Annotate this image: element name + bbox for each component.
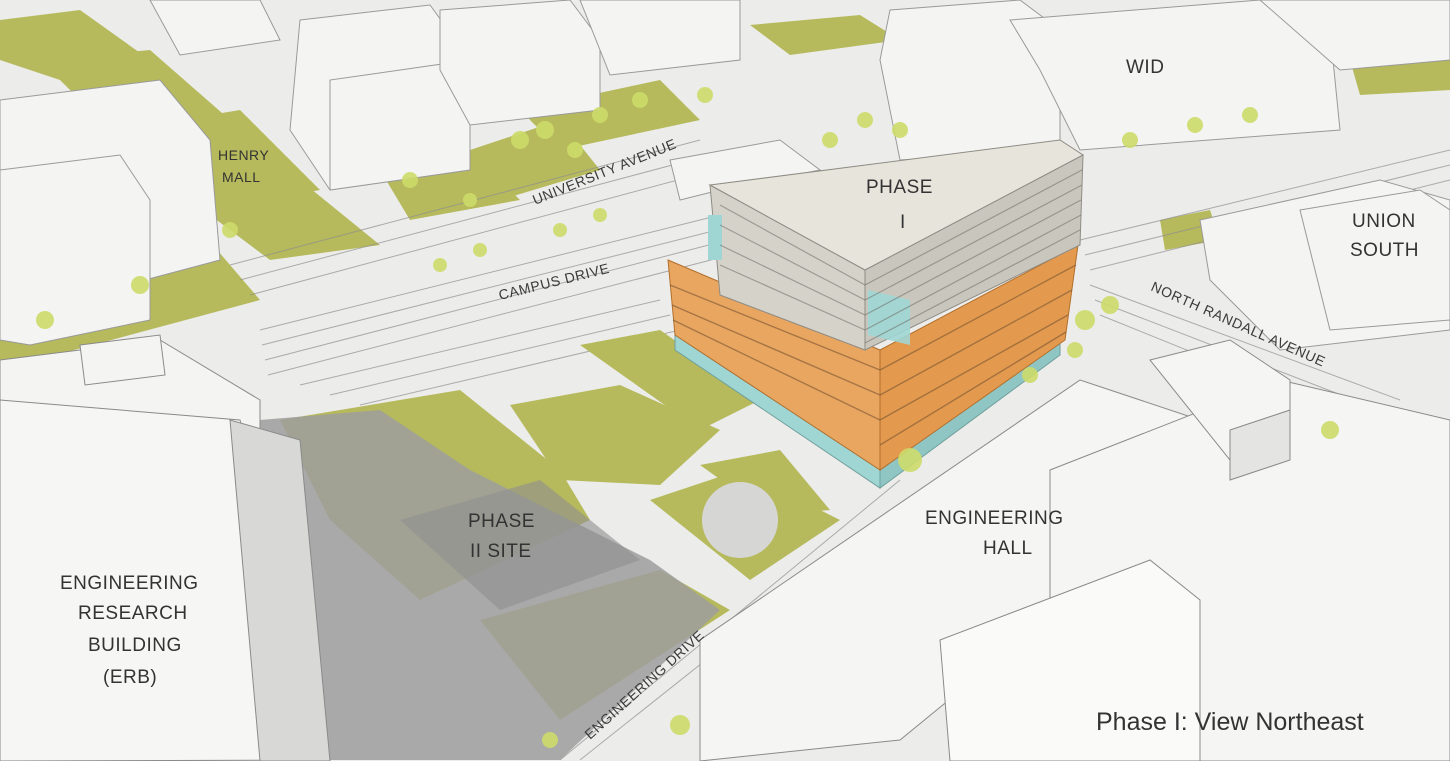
label-phase-ii-line2: II SITE bbox=[470, 541, 532, 562]
label-engineering-hall-line1: ENGINEERING bbox=[925, 508, 1064, 529]
label-wid: WID bbox=[1126, 57, 1164, 78]
label-erb-line3: BUILDING bbox=[88, 635, 182, 656]
caption: Phase I: View Northeast bbox=[1096, 708, 1364, 736]
label-union-south-line2: SOUTH bbox=[1350, 240, 1419, 261]
label-phase-ii-line1: PHASE bbox=[468, 511, 535, 532]
upper-left-buildings bbox=[0, 0, 741, 346]
engineering-hall-building bbox=[699, 339, 1450, 761]
label-erb-line2: RESEARCH bbox=[78, 603, 188, 624]
phase-ii-site bbox=[260, 330, 840, 760]
label-union-south-line1: UNION bbox=[1352, 211, 1416, 232]
label-henry-mall-line1: HENRY bbox=[218, 147, 269, 163]
label-engineering-hall-line2: HALL bbox=[983, 538, 1033, 559]
trees bbox=[36, 87, 1339, 748]
phase-i-building bbox=[667, 139, 1084, 489]
label-henry-mall-line2: MALL bbox=[222, 169, 261, 185]
label-erb-line4: (ERB) bbox=[103, 667, 157, 688]
erb-building bbox=[0, 334, 331, 761]
label-erb-line1: ENGINEERING bbox=[60, 573, 199, 594]
label-phase-i-line1: PHASE bbox=[866, 177, 933, 198]
label-phase-i-line2: I bbox=[900, 212, 906, 233]
